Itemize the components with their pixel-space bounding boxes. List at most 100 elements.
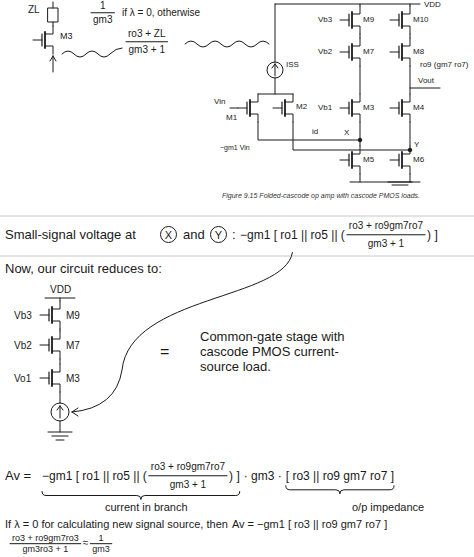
circuit-node	[267, 62, 283, 78]
wire	[410, 34, 411, 38]
wire	[352, 94, 360, 102]
note-text: Vb1	[318, 103, 332, 112]
note-text: M10	[413, 15, 429, 24]
circuit-node	[408, 148, 412, 152]
wire	[410, 4, 411, 6]
wire	[45, 26, 53, 34]
wire	[52, 301, 60, 309]
note-text: gm3 + 1	[368, 238, 404, 250]
note-text: M9	[363, 15, 374, 24]
wire	[53, 22, 54, 26]
note-text: ro3 + ro9gm7ro7	[349, 220, 423, 232]
circuit-node	[51, 403, 69, 421]
wire	[52, 321, 60, 329]
wire	[390, 20, 399, 21]
wire	[40, 315, 49, 316]
wire	[272, 64, 278, 68]
wire	[52, 364, 60, 372]
note-text: ro3 + ZL	[128, 28, 166, 40]
note-text: [ ro3 || ro9 gm7 ro7 ]	[286, 470, 394, 484]
wire	[238, 108, 247, 109]
note-text: Vb2	[318, 47, 332, 56]
figure-caption: Figure 9.15 Folded-cascode op amp with c…	[222, 192, 420, 200]
note-text: Vb3	[318, 15, 332, 24]
note-text: M7	[363, 47, 374, 56]
note-text: ro3 + ro9gm7ro3	[12, 533, 79, 543]
wire	[275, 64, 276, 76]
note-text: X	[344, 128, 349, 137]
wire	[273, 108, 282, 109]
wire	[250, 114, 258, 122]
note-text: M7	[66, 340, 80, 352]
note-text: Vb2	[14, 340, 32, 352]
note-text: M3	[60, 31, 73, 41]
note-text: ) ]	[229, 470, 240, 484]
note-text: 1	[99, 533, 104, 543]
wire	[33, 40, 42, 41]
wire	[57, 406, 63, 410]
note-text: ) ]	[427, 229, 438, 243]
wire	[50, 56, 56, 61]
wire	[402, 114, 410, 122]
note-text: current in branch	[105, 501, 188, 514]
wire	[410, 174, 411, 182]
note-text: ro9 (gm7 ro7)	[420, 60, 468, 69]
wire	[230, 108, 238, 109]
wire	[258, 122, 360, 140]
wire	[402, 6, 410, 14]
wire	[275, 78, 276, 94]
wire	[390, 108, 399, 109]
wire	[53, 2, 54, 8]
wire	[410, 88, 440, 89]
wire	[48, 8, 58, 22]
note-text: If λ = 0 for calculating new signal sour…	[5, 518, 228, 531]
wire	[352, 166, 360, 174]
note-text: M5	[363, 155, 374, 164]
note-text: if λ = 0, otherwise	[122, 7, 200, 19]
wire	[360, 34, 361, 38]
wire	[360, 174, 361, 182]
note-text: Common-gate stage with cascode PMOS curr…	[200, 330, 365, 375]
wire	[42, 492, 240, 500]
wire	[62, 48, 122, 57]
wire	[72, 408, 78, 416]
note-text: Y	[414, 140, 419, 149]
wire	[340, 160, 349, 161]
note-text: id	[312, 127, 318, 136]
wire	[360, 122, 361, 146]
circuit-node	[358, 138, 362, 142]
wire	[402, 166, 410, 174]
note-text: M3	[363, 103, 374, 112]
wire	[60, 406, 61, 418]
note-text: gm3	[93, 14, 112, 26]
wire	[410, 122, 411, 146]
wire	[402, 58, 410, 66]
note-text: gm3ro3 + 1	[23, 544, 69, 554]
wire	[52, 331, 60, 339]
wire	[360, 66, 361, 94]
wire	[293, 122, 410, 150]
wire	[285, 94, 293, 102]
note-text: gm3	[92, 544, 110, 554]
wire	[352, 58, 360, 66]
wire	[275, 4, 276, 62]
wire	[275, 4, 420, 5]
note-text: and	[183, 228, 205, 243]
wire	[402, 38, 410, 46]
wire	[360, 4, 361, 6]
node-label: Y	[210, 226, 227, 243]
note-text: M9	[66, 310, 80, 322]
equals-sign: =	[160, 343, 169, 361]
wire	[60, 359, 61, 364]
note-text: VDD	[424, 0, 441, 9]
wire	[250, 94, 258, 102]
note-text: VDD	[50, 284, 71, 296]
wire	[352, 6, 360, 14]
wire	[126, 41, 168, 42]
note-text: · gm3 ·	[244, 470, 282, 484]
wire	[402, 94, 410, 102]
node-label: X	[160, 226, 177, 243]
wire	[52, 384, 60, 392]
note-text: Vout	[418, 76, 434, 85]
wire	[53, 56, 54, 72]
